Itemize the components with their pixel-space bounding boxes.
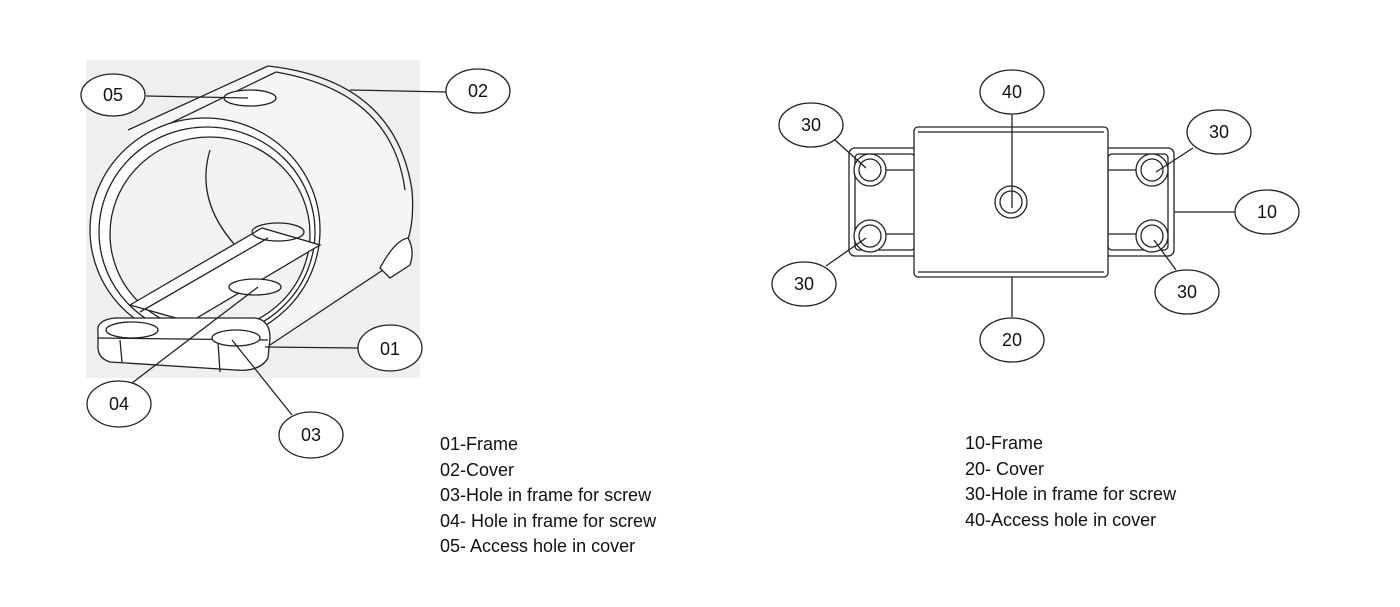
svg-text:30: 30 [1209, 122, 1229, 142]
cover-right-curve-inner [275, 71, 406, 191]
callout-10: 10 [1234, 189, 1300, 235]
frame-screw-hole-left [105, 321, 159, 339]
svg-text:30: 30 [1177, 282, 1197, 302]
leader-01 [264, 346, 359, 349]
callout-30-bottom-left: 30 [771, 261, 837, 307]
frame-screw-hole-br [1135, 219, 1169, 253]
svg-text:02: 02 [468, 81, 488, 101]
frame-screw-hole-tr [1135, 153, 1169, 187]
legend-item: 01-Frame [440, 434, 519, 454]
callout-30-bottom-right: 30 [1154, 269, 1220, 315]
frame-inner-hole-top [251, 222, 305, 242]
frame-screw-hole-04 [228, 278, 282, 296]
cover-inner-back-curve [205, 149, 236, 246]
frame-channel [128, 227, 322, 323]
leader-30-tr [1155, 147, 1194, 173]
legend-item: 40-Access hole in cover [965, 509, 1157, 530]
svg-text:01: 01 [380, 339, 400, 359]
frame-screw-hole-03 [211, 329, 261, 347]
leader-02 [349, 89, 448, 93]
cover-top-edge [127, 65, 269, 131]
frame-screw-hole-bl [853, 219, 887, 253]
legend-item: 03-Hole in frame for screw [440, 485, 652, 506]
cover-bottom-edge [269, 261, 396, 346]
svg-text:20: 20 [1002, 330, 1022, 350]
legend-item: 10-Frame [965, 433, 1044, 453]
legend-item: 02-Cover [440, 459, 515, 480]
legend-item: 20- Cover [965, 458, 1045, 479]
callout-03: 03 [278, 411, 344, 459]
legend-item: 30-Hole in frame for screw [965, 484, 1177, 505]
leader-03 [231, 339, 293, 416]
callout-05: 05 [80, 73, 146, 117]
svg-text:30: 30 [801, 115, 821, 135]
leader-30-bl [825, 237, 867, 267]
callout-01: 01 [357, 324, 423, 372]
frame-screw-hole-tl [853, 153, 887, 187]
svg-text:40: 40 [1002, 82, 1022, 102]
leader-04 [131, 286, 259, 384]
legend-top-view: 10-Frame 20- Cover 30-Hole in frame for … [965, 431, 1176, 533]
legend-item: 04- Hole in frame for screw [440, 510, 657, 531]
svg-text:05: 05 [103, 85, 123, 105]
svg-text:30: 30 [794, 274, 814, 294]
callout-40: 40 [979, 69, 1045, 115]
frame-flange-divider-2 [217, 341, 221, 373]
callout-02: 02 [445, 68, 511, 114]
legend-isometric-view: 01-Frame 02-Cover 03-Hole in frame for s… [440, 432, 656, 560]
leader-05 [145, 95, 249, 99]
callout-04: 04 [86, 380, 152, 428]
callout-20: 20 [979, 317, 1045, 363]
frame-flange-divider-1 [119, 339, 123, 363]
legend-item: 05- Access hole in cover [440, 536, 636, 557]
callout-30-top-left: 30 [778, 102, 844, 148]
frame-flange-right-lug [379, 237, 413, 279]
frame-channel-edge [139, 237, 269, 313]
leader-30-tl [834, 139, 867, 169]
svg-text:04: 04 [109, 394, 129, 414]
isometric-view: 05 02 01 04 03 [80, 60, 511, 459]
svg-text:03: 03 [301, 425, 321, 445]
callout-30-top-right: 30 [1186, 109, 1252, 155]
top-view: 40 30 30 10 30 30 20 [771, 69, 1300, 363]
svg-text:10: 10 [1257, 202, 1277, 222]
leader-30-br [1153, 239, 1177, 271]
access-hole-in-cover-top [994, 185, 1028, 219]
